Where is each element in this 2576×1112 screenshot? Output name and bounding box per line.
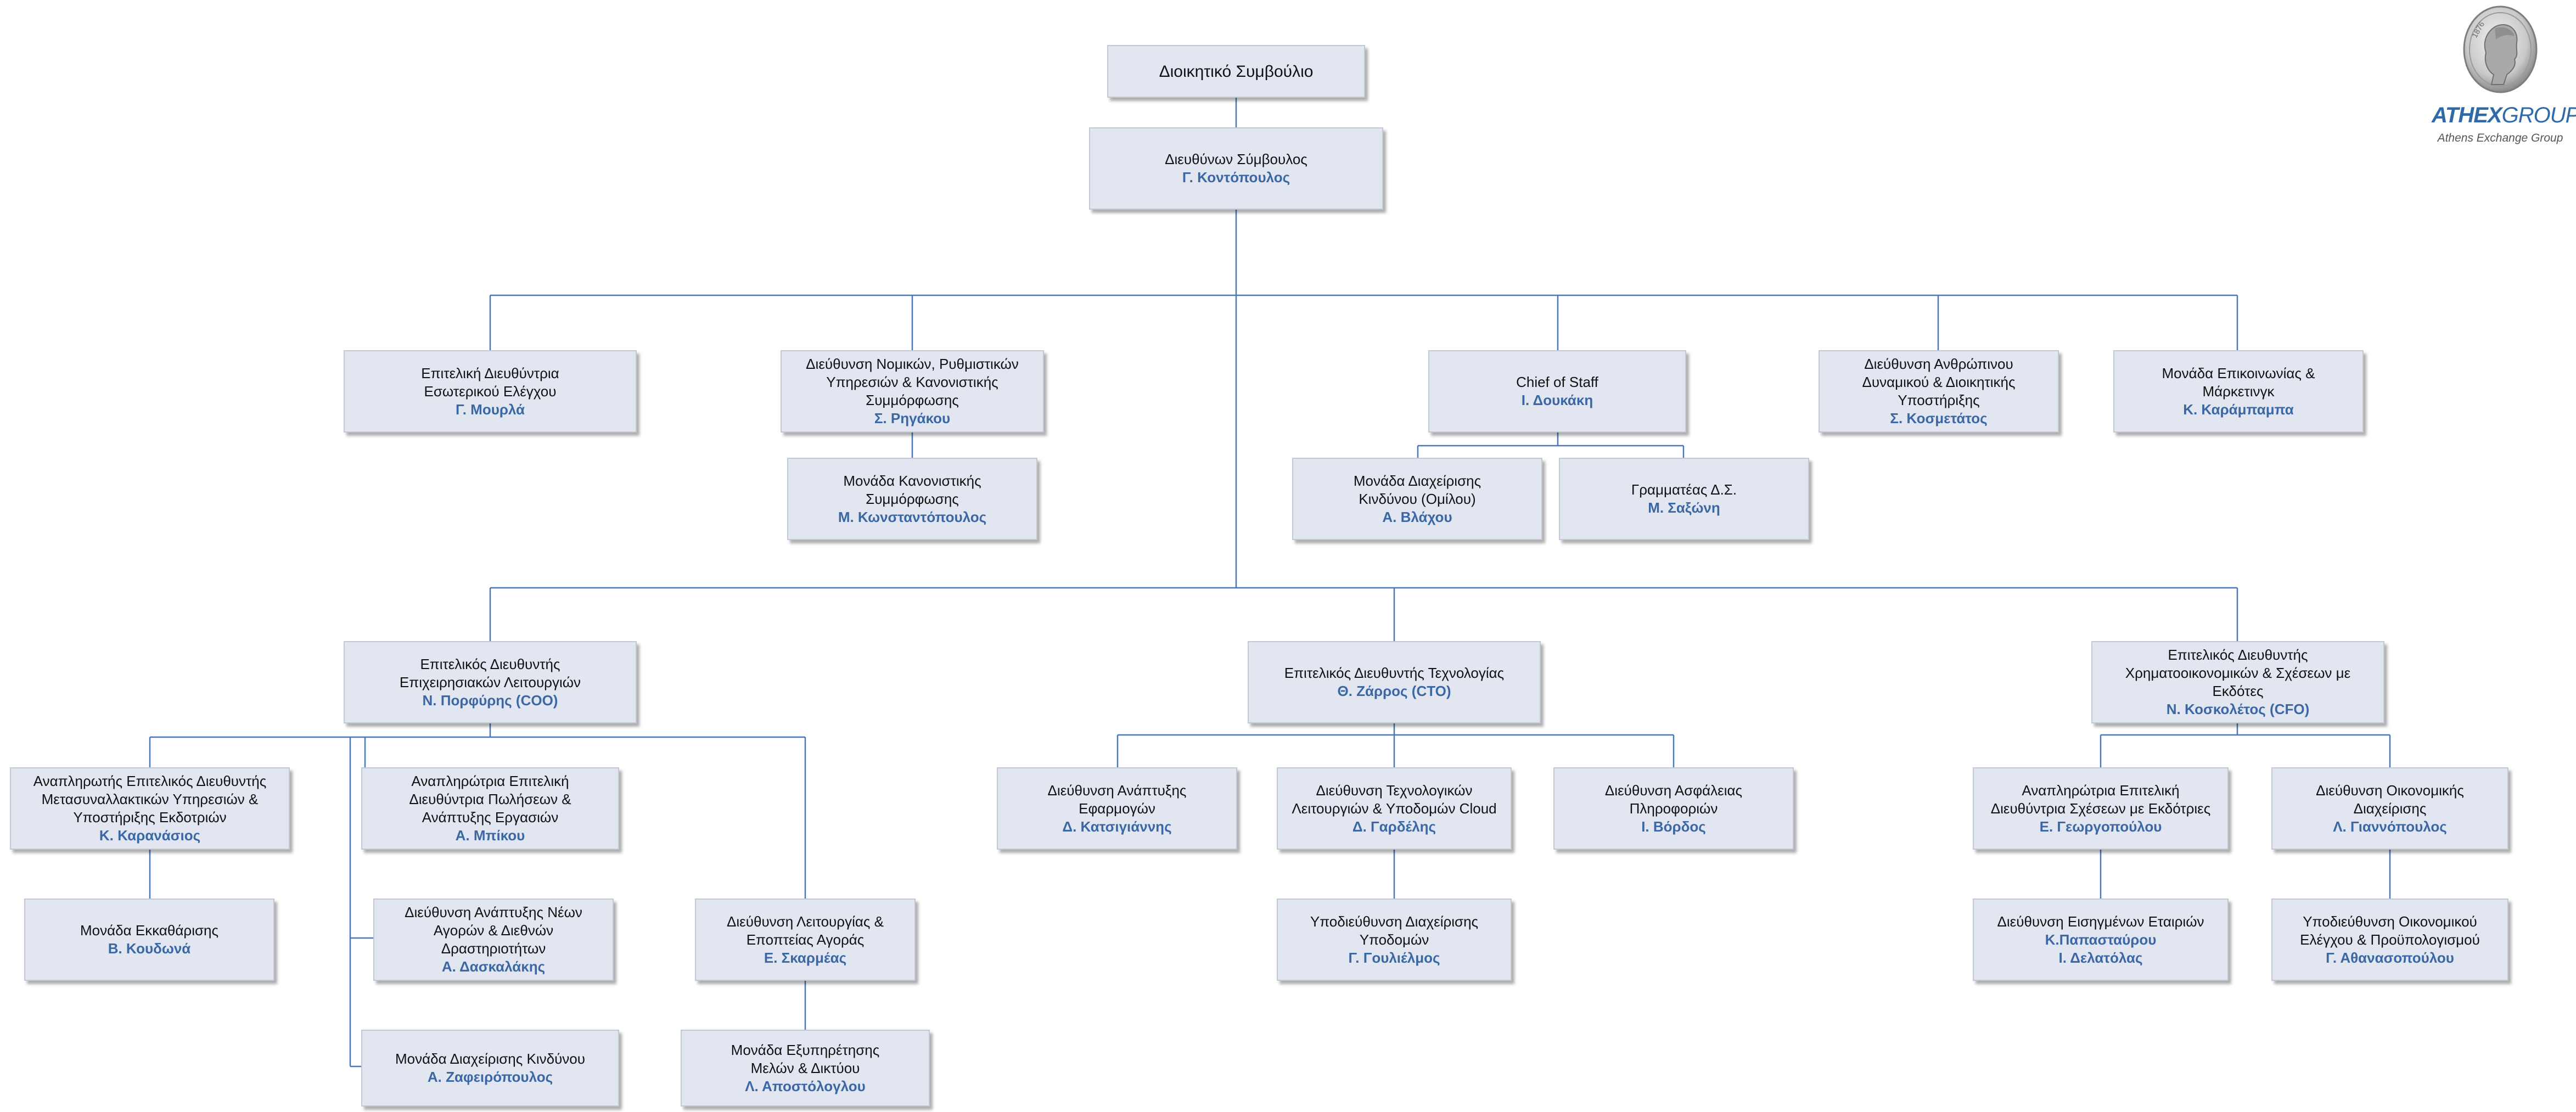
node-deputy-post-trade: Αναπληρωτής Επιτελικός Διευθυντής Μετασυ… xyxy=(10,767,290,850)
node-chief-of-staff: Chief of Staff Ι. Δουκάκη xyxy=(1428,350,1686,433)
node-person: Ν. Πορφύρης (COO) xyxy=(422,692,558,709)
node-app-dev: Διεύθυνση Ανάπτυξης Εφαρμογών Δ. Κατσιγι… xyxy=(997,767,1237,850)
node-cfo: Επιτελικός Διευθυντής Χρηματοοικονομικών… xyxy=(2091,641,2384,723)
medal-icon: 1876 xyxy=(2463,5,2538,93)
node-title: Διευθύνων Σύμβουλος xyxy=(1165,151,1307,167)
logo-name-bold: ATHEX xyxy=(2432,103,2502,127)
node-person: Σ. Ρηγάκου xyxy=(874,410,951,426)
node-title: Διεύθυνση Ανθρώπινου Δυναμικού & Διοικητ… xyxy=(1862,356,2016,408)
node-legal: Διεύθυνση Νομικών, Ρυθμιστικών Υπηρεσιών… xyxy=(781,350,1044,433)
node-title: Αναπληρώτρια Επιτελική Διευθύντρια Πωλήσ… xyxy=(409,773,571,825)
node-infra-sub: Υποδιεύθυνση Διαχείρισης Υποδομών Γ. Γου… xyxy=(1277,898,1512,981)
node-deputy-sales: Αναπληρώτρια Επιτελική Διευθύντρια Πωλήσ… xyxy=(361,767,619,850)
node-person: Γ. Γουλιέλμος xyxy=(1348,949,1440,966)
node-listed-companies: Διεύθυνση Εισηγμένων Εταιριών Κ.Παπασταύ… xyxy=(1973,898,2229,981)
node-person: Β. Κουδωνά xyxy=(108,940,191,957)
node-title: Διεύθυνση Τεχνολογικών Λειτουργιών & Υπο… xyxy=(1292,782,1497,817)
node-person: Κ. Καράμπαμπα xyxy=(2183,401,2294,418)
node-member-service: Μονάδα Εξυπηρέτησης Μελών & Δικτύου Λ. Α… xyxy=(681,1030,930,1107)
node-title: Διοικητικό Συμβούλιο xyxy=(1159,62,1314,81)
node-person: Δ. Κατσιγιάννης xyxy=(1062,818,1172,835)
node-market-ops: Διεύθυνση Λειτουργίας & Εποπτείας Αγοράς… xyxy=(695,898,916,981)
node-ceo: Διευθύνων Σύμβουλος Γ. Κοντόπουλος xyxy=(1089,127,1383,210)
node-title: Διεύθυνση Ανάπτυξης Εφαρμογών xyxy=(1047,782,1187,817)
node-group-risk: Μονάδα Διαχείρισης Κινδύνου (Ομίλου) Α. … xyxy=(1292,458,1542,540)
node-title: Μονάδα Εκκαθάρισης xyxy=(80,922,219,939)
node-new-markets: Διεύθυνση Ανάπτυξης Νέων Αγορών & Διεθνώ… xyxy=(373,898,614,981)
node-title: Επιτελικός Διευθυντής Τεχνολογίας xyxy=(1284,665,1505,681)
node-infosec: Διεύθυνση Ασφάλειας Πληροφοριών Ι. Βόρδο… xyxy=(1553,767,1794,850)
node-person: Μ. Σαξώνη xyxy=(1648,499,1720,516)
node-deputy-issuers: Αναπληρώτρια Επιτελική Διευθύντρια Σχέσε… xyxy=(1973,767,2229,850)
node-title: Διεύθυνση Ανάπτυξης Νέων Αγορών & Διεθνώ… xyxy=(405,904,582,957)
node-finance: Διεύθυνση Οικονομικής Διαχείρισης Λ. Για… xyxy=(2271,767,2508,850)
node-person: Λ. Αποστόλογλου xyxy=(745,1077,866,1094)
node-person: Θ. Ζάρρος (CTO) xyxy=(1337,683,1451,699)
athex-logo: 1876 ATHEXGROUP Athens Exchange Group xyxy=(2432,2,2576,150)
node-internal-audit: Επιτελική Διευθύντρια Εσωτερικού Ελέγχου… xyxy=(344,350,637,433)
node-title: Επιτελική Διευθύντρια Εσωτερικού Ελέγχου xyxy=(421,364,559,400)
node-person: Κ.Παπασταύρου Ι. Δελατόλας xyxy=(2045,931,2157,966)
node-tech-ops: Διεύθυνση Τεχνολογικών Λειτουργιών & Υπο… xyxy=(1277,767,1512,850)
node-person: Δ. Γαρδέλης xyxy=(1352,818,1436,835)
node-person: Ε. Γεωργοπούλου xyxy=(2039,818,2162,835)
node-person: Κ. Καρανάσιος xyxy=(99,827,201,844)
node-person: Ν. Κοσκολέτος (CFO) xyxy=(2166,701,2310,717)
node-person: Γ. Μουρλά xyxy=(455,401,525,418)
logo-wordmark: ATHEXGROUP xyxy=(2432,103,2576,128)
node-person: Γ. Κοντόπουλος xyxy=(1182,169,1290,186)
node-person: Α. Δασκαλάκης xyxy=(441,958,546,975)
node-board-secretary: Γραμματέας Δ.Σ. Μ. Σαξώνη xyxy=(1559,458,1809,540)
node-coo: Επιτελικός Διευθυντής Επιχειρησιακών Λει… xyxy=(344,641,637,723)
node-title: Μονάδα Εξυπηρέτησης Μελών & Δικτύου xyxy=(731,1041,880,1076)
node-person: Γ. Αθανασοπούλου xyxy=(2326,949,2454,966)
node-clearing: Μονάδα Εκκαθάρισης Β. Κουδωνά xyxy=(24,898,274,981)
node-board: Διοικητικό Συμβούλιο xyxy=(1107,45,1365,98)
node-person: Σ. Κοσμετάτος xyxy=(1890,410,1988,426)
node-title: Διεύθυνση Οικονομικής Διαχείρισης xyxy=(2316,782,2464,817)
node-title: Μονάδα Διαχείρισης Κινδύνου (Ομίλου) xyxy=(1353,472,1481,507)
node-title: Μονάδα Επικοινωνίας & Μάρκετινγκ xyxy=(2162,364,2315,400)
node-title: Επιτελικός Διευθυντής Χρηματοοικονομικών… xyxy=(2125,647,2351,699)
node-financial-control: Υποδιεύθυνση Οικονομικού Ελέγχου & Προϋπ… xyxy=(2271,898,2508,981)
logo-name-light: GROUP xyxy=(2501,103,2576,127)
node-title: Διεύθυνση Λειτουργίας & Εποπτείας Αγοράς xyxy=(727,913,884,948)
node-person: Ε. Σκαρμέας xyxy=(764,949,847,966)
node-compliance: Μονάδα Κανονιστικής Συμμόρφωσης Μ. Κωνστ… xyxy=(787,458,1037,540)
node-person: Ι. Δουκάκη xyxy=(1521,392,1593,408)
node-title: Αναπληρωτής Επιτελικός Διευθυντής Μετασυ… xyxy=(33,773,267,825)
node-person: Ι. Βόρδος xyxy=(1641,818,1706,835)
node-title: Αναπληρώτρια Επιτελική Διευθύντρια Σχέσε… xyxy=(1990,782,2211,817)
node-title: Διεύθυνση Νομικών, Ρυθμιστικών Υπηρεσιών… xyxy=(806,356,1019,408)
node-hr: Διεύθυνση Ανθρώπινου Δυναμικού & Διοικητ… xyxy=(1819,350,2059,433)
node-title: Διεύθυνση Ασφάλειας Πληροφοριών xyxy=(1604,782,1743,817)
node-title: Διεύθυνση Εισηγμένων Εταιριών xyxy=(1997,913,2204,930)
node-person: Λ. Γιαννόπουλος xyxy=(2333,818,2447,835)
node-cto: Επιτελικός Διευθυντής Τεχνολογίας Θ. Ζάρ… xyxy=(1248,641,1541,723)
node-person: Α. Βλάχου xyxy=(1382,508,1452,525)
node-person: Α. Μπίκου xyxy=(455,827,525,844)
logo-tagline: Athens Exchange Group xyxy=(2437,132,2563,144)
node-title: Μονάδα Κανονιστικής Συμμόρφωσης xyxy=(843,472,981,507)
node-title: Γραμματέας Δ.Σ. xyxy=(1631,481,1737,498)
node-risk-unit: Μονάδα Διαχείρισης Κινδύνου Α. Ζαφειρόπο… xyxy=(361,1030,619,1107)
node-title: Chief of Staff xyxy=(1516,374,1598,390)
node-title: Επιτελικός Διευθυντής Επιχειρησιακών Λει… xyxy=(399,655,581,690)
node-title: Υποδιεύθυνση Οικονομικού Ελέγχου & Προϋπ… xyxy=(2300,913,2480,948)
node-marketing: Μονάδα Επικοινωνίας & Μάρκετινγκ Κ. Καρά… xyxy=(2113,350,2364,433)
node-title: Μονάδα Διαχείρισης Κινδύνου xyxy=(395,1051,585,1067)
node-person: Α. Ζαφειρόπουλος xyxy=(427,1069,553,1085)
node-person: Μ. Κωνσταντόπουλος xyxy=(838,508,987,525)
node-title: Υποδιεύθυνση Διαχείρισης Υποδομών xyxy=(1310,913,1479,948)
